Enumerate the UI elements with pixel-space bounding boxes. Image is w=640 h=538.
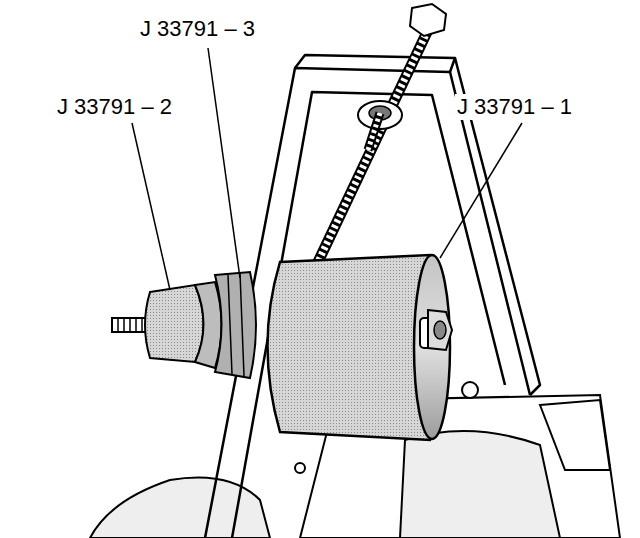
callout-label: J 33791 – 2 — [55, 94, 174, 120]
callout-label: J 33791 – 1 — [455, 94, 574, 120]
callout-label: J 33791 – 3 — [138, 16, 257, 42]
